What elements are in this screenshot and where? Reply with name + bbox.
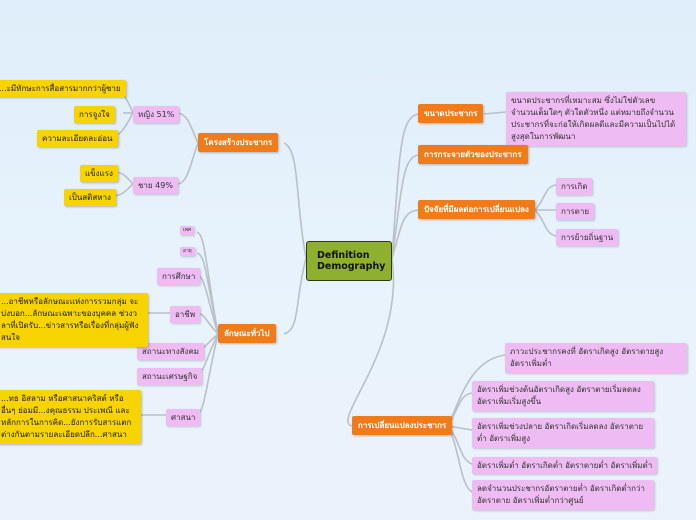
- branch-change-factors[interactable]: ปัจจัยที่มีผลต่อการเปลี่ยนแปลง: [418, 200, 535, 219]
- female-trait-communication[interactable]: ...ะมีทักษะการสื่อสารมากกว่าผู้ชาย: [0, 80, 126, 97]
- general-item-sex[interactable]: เพศ: [180, 226, 195, 235]
- general-item-education[interactable]: การศึกษา: [157, 268, 201, 285]
- central-topic[interactable]: Definition Demography: [306, 241, 392, 281]
- central-topic-line2: Demography: [317, 261, 386, 272]
- branch-population-distribution[interactable]: การกระจายตัวของประชากร: [418, 145, 528, 164]
- change-stage-2[interactable]: อัตราเพิ่มช่วงต้นอัตราเกิดสูง อัตราตายเร…: [472, 381, 654, 411]
- note-occupation[interactable]: ...อาชีพหรือลักษณะแห่งการรวมกลุ่ม จะบ่งบ…: [0, 293, 148, 347]
- female-trait-delicacy[interactable]: ความละเอียดละอ่อน: [37, 130, 118, 147]
- general-item-economic-status[interactable]: สถานะเศรษฐกิจ: [137, 368, 203, 385]
- central-topic-line1: Definition: [317, 250, 370, 261]
- branch-population-change[interactable]: การเปลี่ยนแปลงประชากร: [352, 416, 453, 435]
- general-item-occupation[interactable]: อาชีพ: [170, 306, 200, 323]
- change-stage-1[interactable]: ภาวะประชากรคงที่ อัตราเกิดสูง อัตราตายสู…: [505, 343, 687, 373]
- factor-migration[interactable]: การย้ายถิ่นฐาน: [556, 229, 619, 246]
- female-trait-motivation[interactable]: การจูงใจ: [74, 106, 115, 123]
- change-stage-4[interactable]: อัตราเพิ่มต่ำ อัตราเกิดต่ำ อัตราตายต่ำ อ…: [472, 457, 658, 474]
- note-religion[interactable]: ...ทธ อิสลาม หรือศาสนาคริสต์ หรืออื่นๆ ย…: [0, 390, 141, 444]
- note-population-size[interactable]: ขนาดประชากรที่เหมาะสม ซึ่งไม่ใช่ตัวเลข จ…: [506, 92, 686, 146]
- male-trait-other[interactable]: เป็นสติสหาง: [64, 189, 116, 206]
- general-item-age[interactable]: อายุ: [180, 247, 195, 256]
- branch-population-structure[interactable]: โครงสร้างประชากร: [198, 133, 279, 152]
- branch-population-size[interactable]: ขนาดประชากร: [418, 104, 484, 123]
- female-percentage[interactable]: หญิง 51%: [133, 106, 180, 123]
- factor-birth[interactable]: การเกิด: [556, 178, 593, 195]
- change-stage-5[interactable]: ลดจำนวนประชากรอัตราตายต่ำ อัตราเกิดต่ำกว…: [472, 480, 654, 510]
- male-percentage[interactable]: ชาย 49%: [133, 177, 178, 194]
- male-trait-strength[interactable]: แข็งแรง: [80, 165, 118, 182]
- general-item-religion[interactable]: ศาสนา: [166, 409, 201, 426]
- change-stage-3[interactable]: อัตราเพิ่มช่วงปลาย อัตราเกิดเริ่มลดลง อั…: [472, 418, 654, 448]
- branch-general-characteristics[interactable]: ลักษณะทั่วไป: [218, 324, 276, 343]
- general-item-social-status[interactable]: สถานะทางสังคม: [137, 343, 205, 360]
- factor-death[interactable]: การตาย: [556, 203, 595, 220]
